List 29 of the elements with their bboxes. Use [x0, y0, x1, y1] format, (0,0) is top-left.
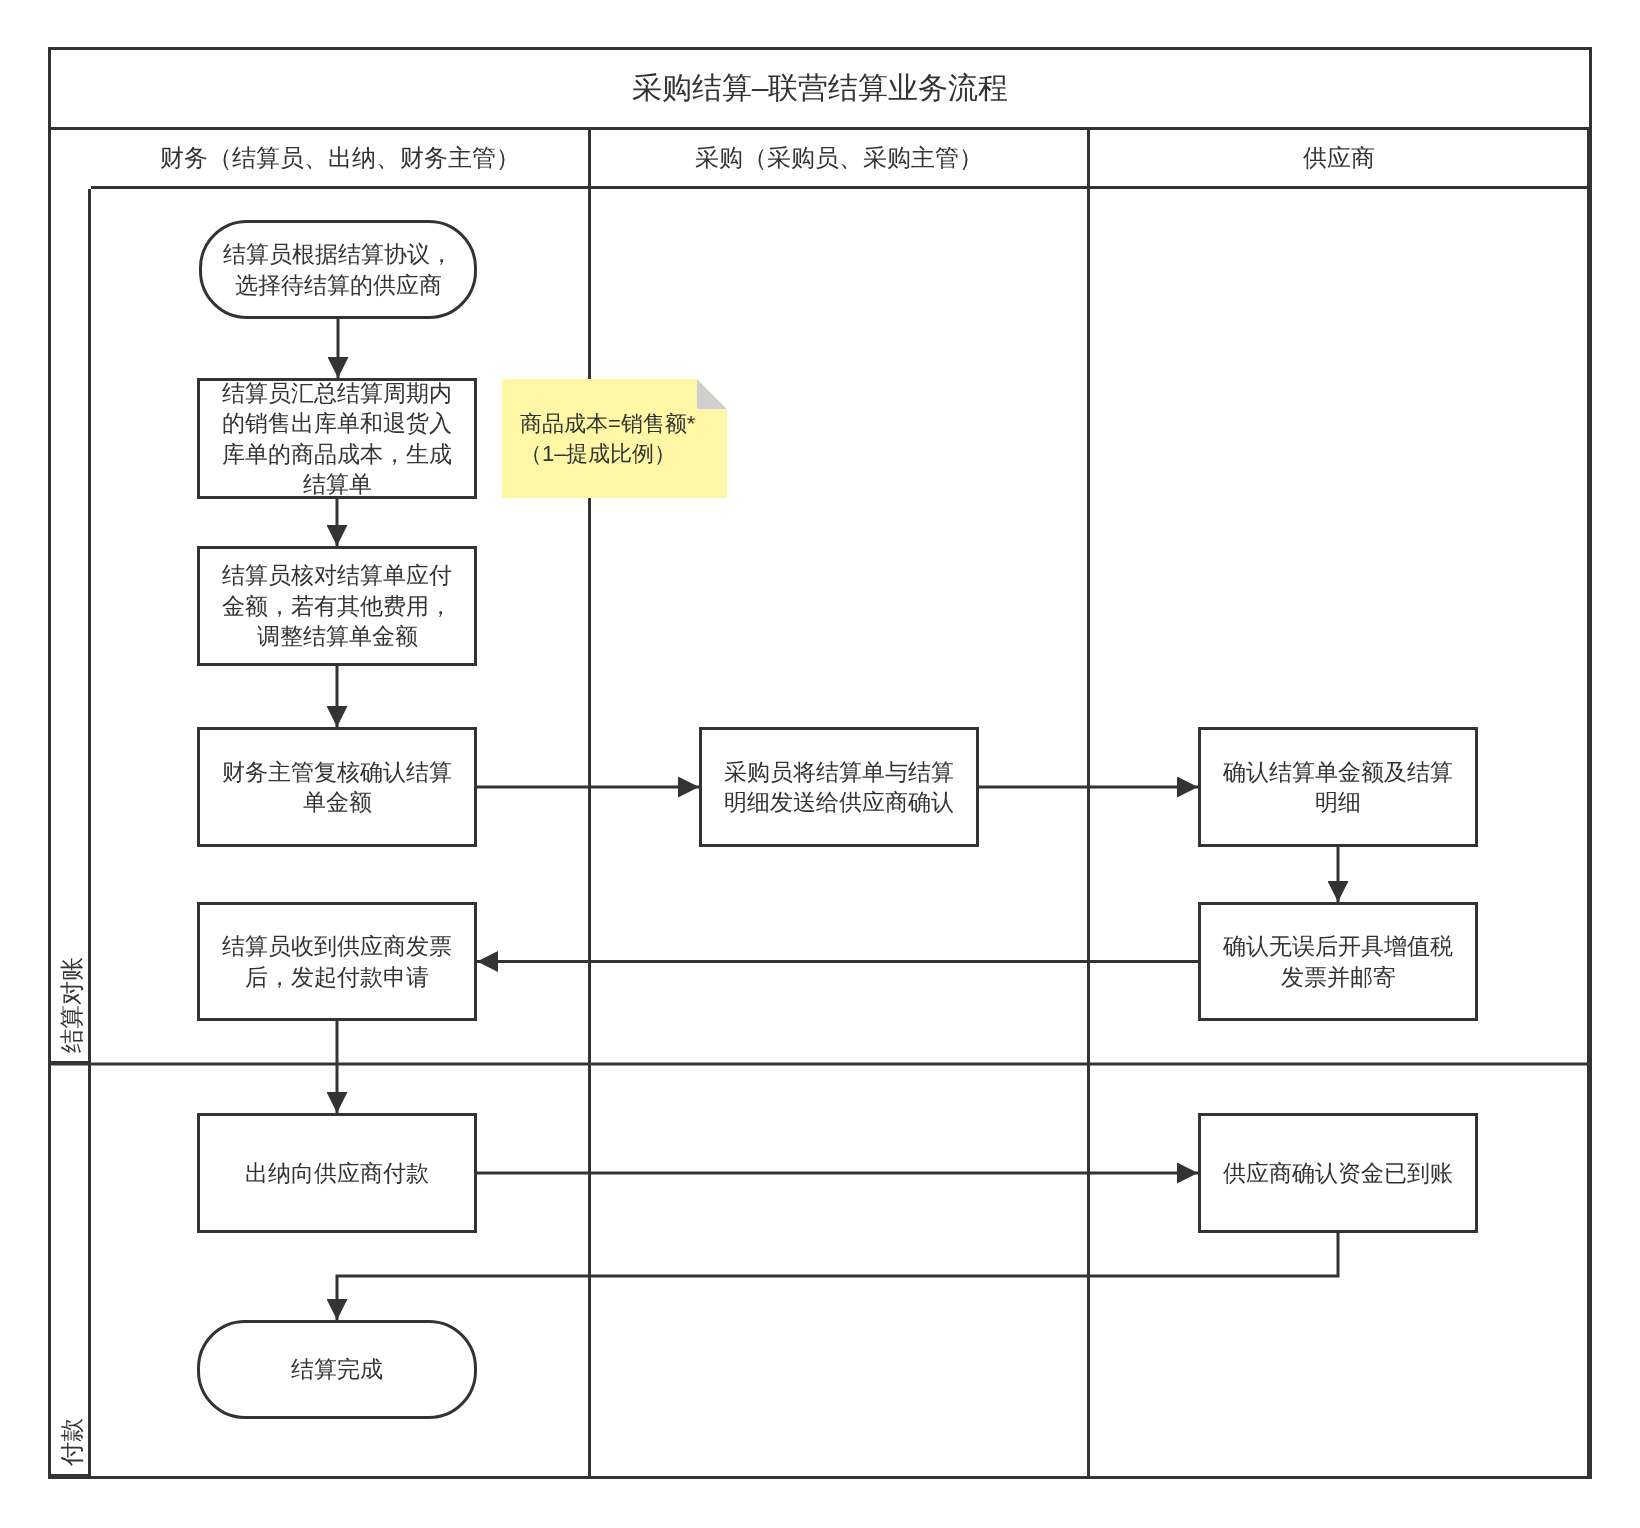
arrow	[477, 1162, 1198, 1184]
arrow	[326, 499, 348, 546]
terminal-box: 结算员根据结算协议，选择待结算的供应商	[199, 220, 477, 319]
arrow	[1327, 847, 1349, 902]
process-box: 确认无误后开具增值税发票并邮寄	[1198, 902, 1478, 1021]
arrow	[477, 951, 1198, 972]
sticky-note: 商品成本=销售额*（1–提成比例）	[502, 379, 727, 498]
process-box: 确认结算单金额及结算明细	[1198, 727, 1478, 847]
lane-header: 财务（结算员、出纳、财务主管）	[91, 130, 588, 189]
arrow	[326, 1021, 348, 1113]
process-box: 供应商确认资金已到账	[1198, 1113, 1478, 1233]
process-box: 结算员核对结算单应付金额，若有其他费用，调整结算单金额	[197, 546, 477, 666]
arrow	[979, 776, 1198, 798]
lane-header: 供应商	[1090, 130, 1587, 189]
diagram-title: 采购结算–联营结算业务流程	[50, 49, 1590, 130]
phase-label: 结算对账	[50, 189, 91, 1064]
lane-header: 采购（采购员、采购主管）	[591, 130, 1087, 189]
process-box: 财务主管复核确认结算单金额	[197, 727, 477, 847]
process-box: 结算员收到供应商发票后，发起付款申请	[197, 902, 477, 1021]
process-box: 结算员汇总结算周期内的销售出库单和退货入库单的商品成本，生成结算单	[197, 378, 477, 499]
phase-label: 付款	[50, 1064, 91, 1477]
arrow	[327, 319, 349, 378]
arrow	[326, 666, 348, 727]
process-box: 采购员将结算单与结算明细发送给供应商确认	[699, 727, 979, 847]
terminal-box: 结算完成	[197, 1320, 477, 1419]
arrow	[326, 1233, 1340, 1320]
arrow	[477, 776, 699, 798]
swimlane	[1090, 130, 1590, 1477]
process-box: 出纳向供应商付款	[197, 1113, 477, 1233]
